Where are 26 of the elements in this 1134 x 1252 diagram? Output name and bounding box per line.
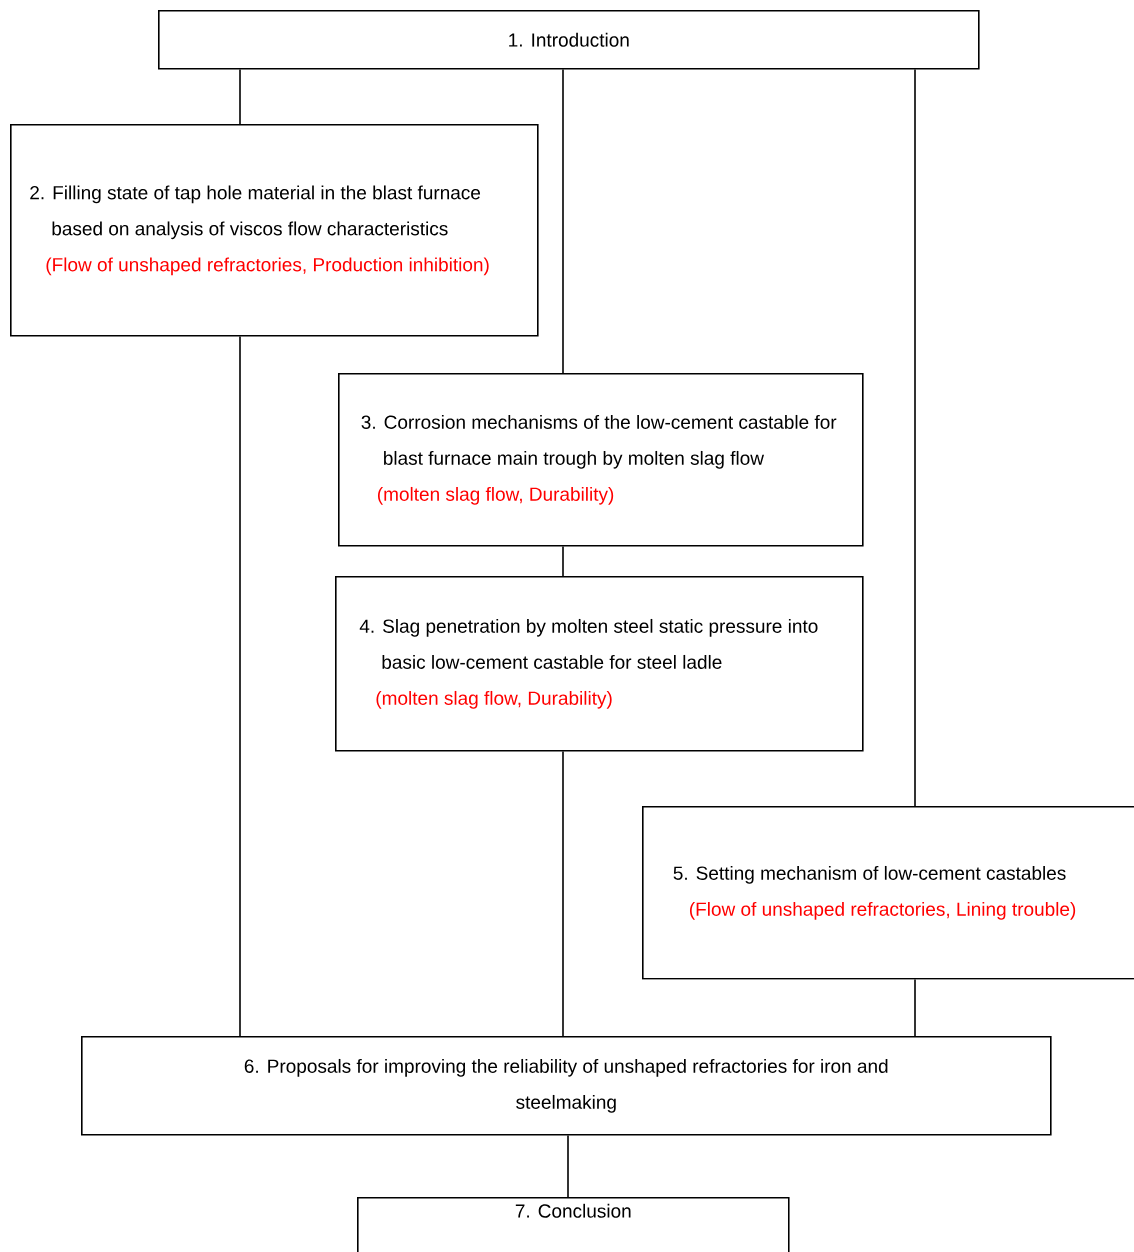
- topic-keywords: (Flow of unshaped refractories, Production inhibition): [46, 257, 489, 276]
- section-title: 7. Conclusion: [515, 1203, 631, 1218]
- section-box: [335, 576, 864, 752]
- section-box: [357, 1197, 790, 1252]
- section-box: [642, 806, 1134, 980]
- section-title: 5. Setting mechanism of low-cement castables: [673, 865, 1066, 884]
- section-box: [81, 1036, 1052, 1136]
- section-box: [338, 373, 864, 547]
- section-box: [158, 10, 980, 70]
- connector-line: [562, 545, 564, 577]
- section-title: 4. Slag penetration by molten steel static pressure into basic low-cement castable for steel ladle: [359, 618, 818, 669]
- connector-line: [562, 68, 564, 374]
- topic-keywords: (molten slag flow, Durability): [378, 486, 614, 505]
- section-box: [10, 124, 539, 337]
- connector-line: [567, 1134, 569, 1198]
- connector-line: [239, 68, 241, 125]
- section-title: 2. Filling state of tap hole material in the blast furnace based on analysis of viscos flow characteristics: [30, 185, 481, 240]
- topic-keywords: (molten slag flow, Durability): [376, 690, 612, 709]
- topic-keywords: (Flow of unshaped refractories, Lining trouble): [690, 901, 1076, 920]
- section-title: 3. Corrosion mechanisms of the low-cement castable for blast furnace main trough by molten slag flow: [361, 414, 837, 469]
- connector-line: [239, 335, 241, 1037]
- section-title: 1. Introduction: [509, 32, 629, 47]
- connector-line: [562, 750, 564, 1037]
- section-title: 6. Proposals for improving the reliability of unshaped refractories for iron and steelmaking: [244, 1058, 888, 1113]
- connector-line: [914, 978, 916, 1037]
- connector-line: [914, 68, 916, 807]
